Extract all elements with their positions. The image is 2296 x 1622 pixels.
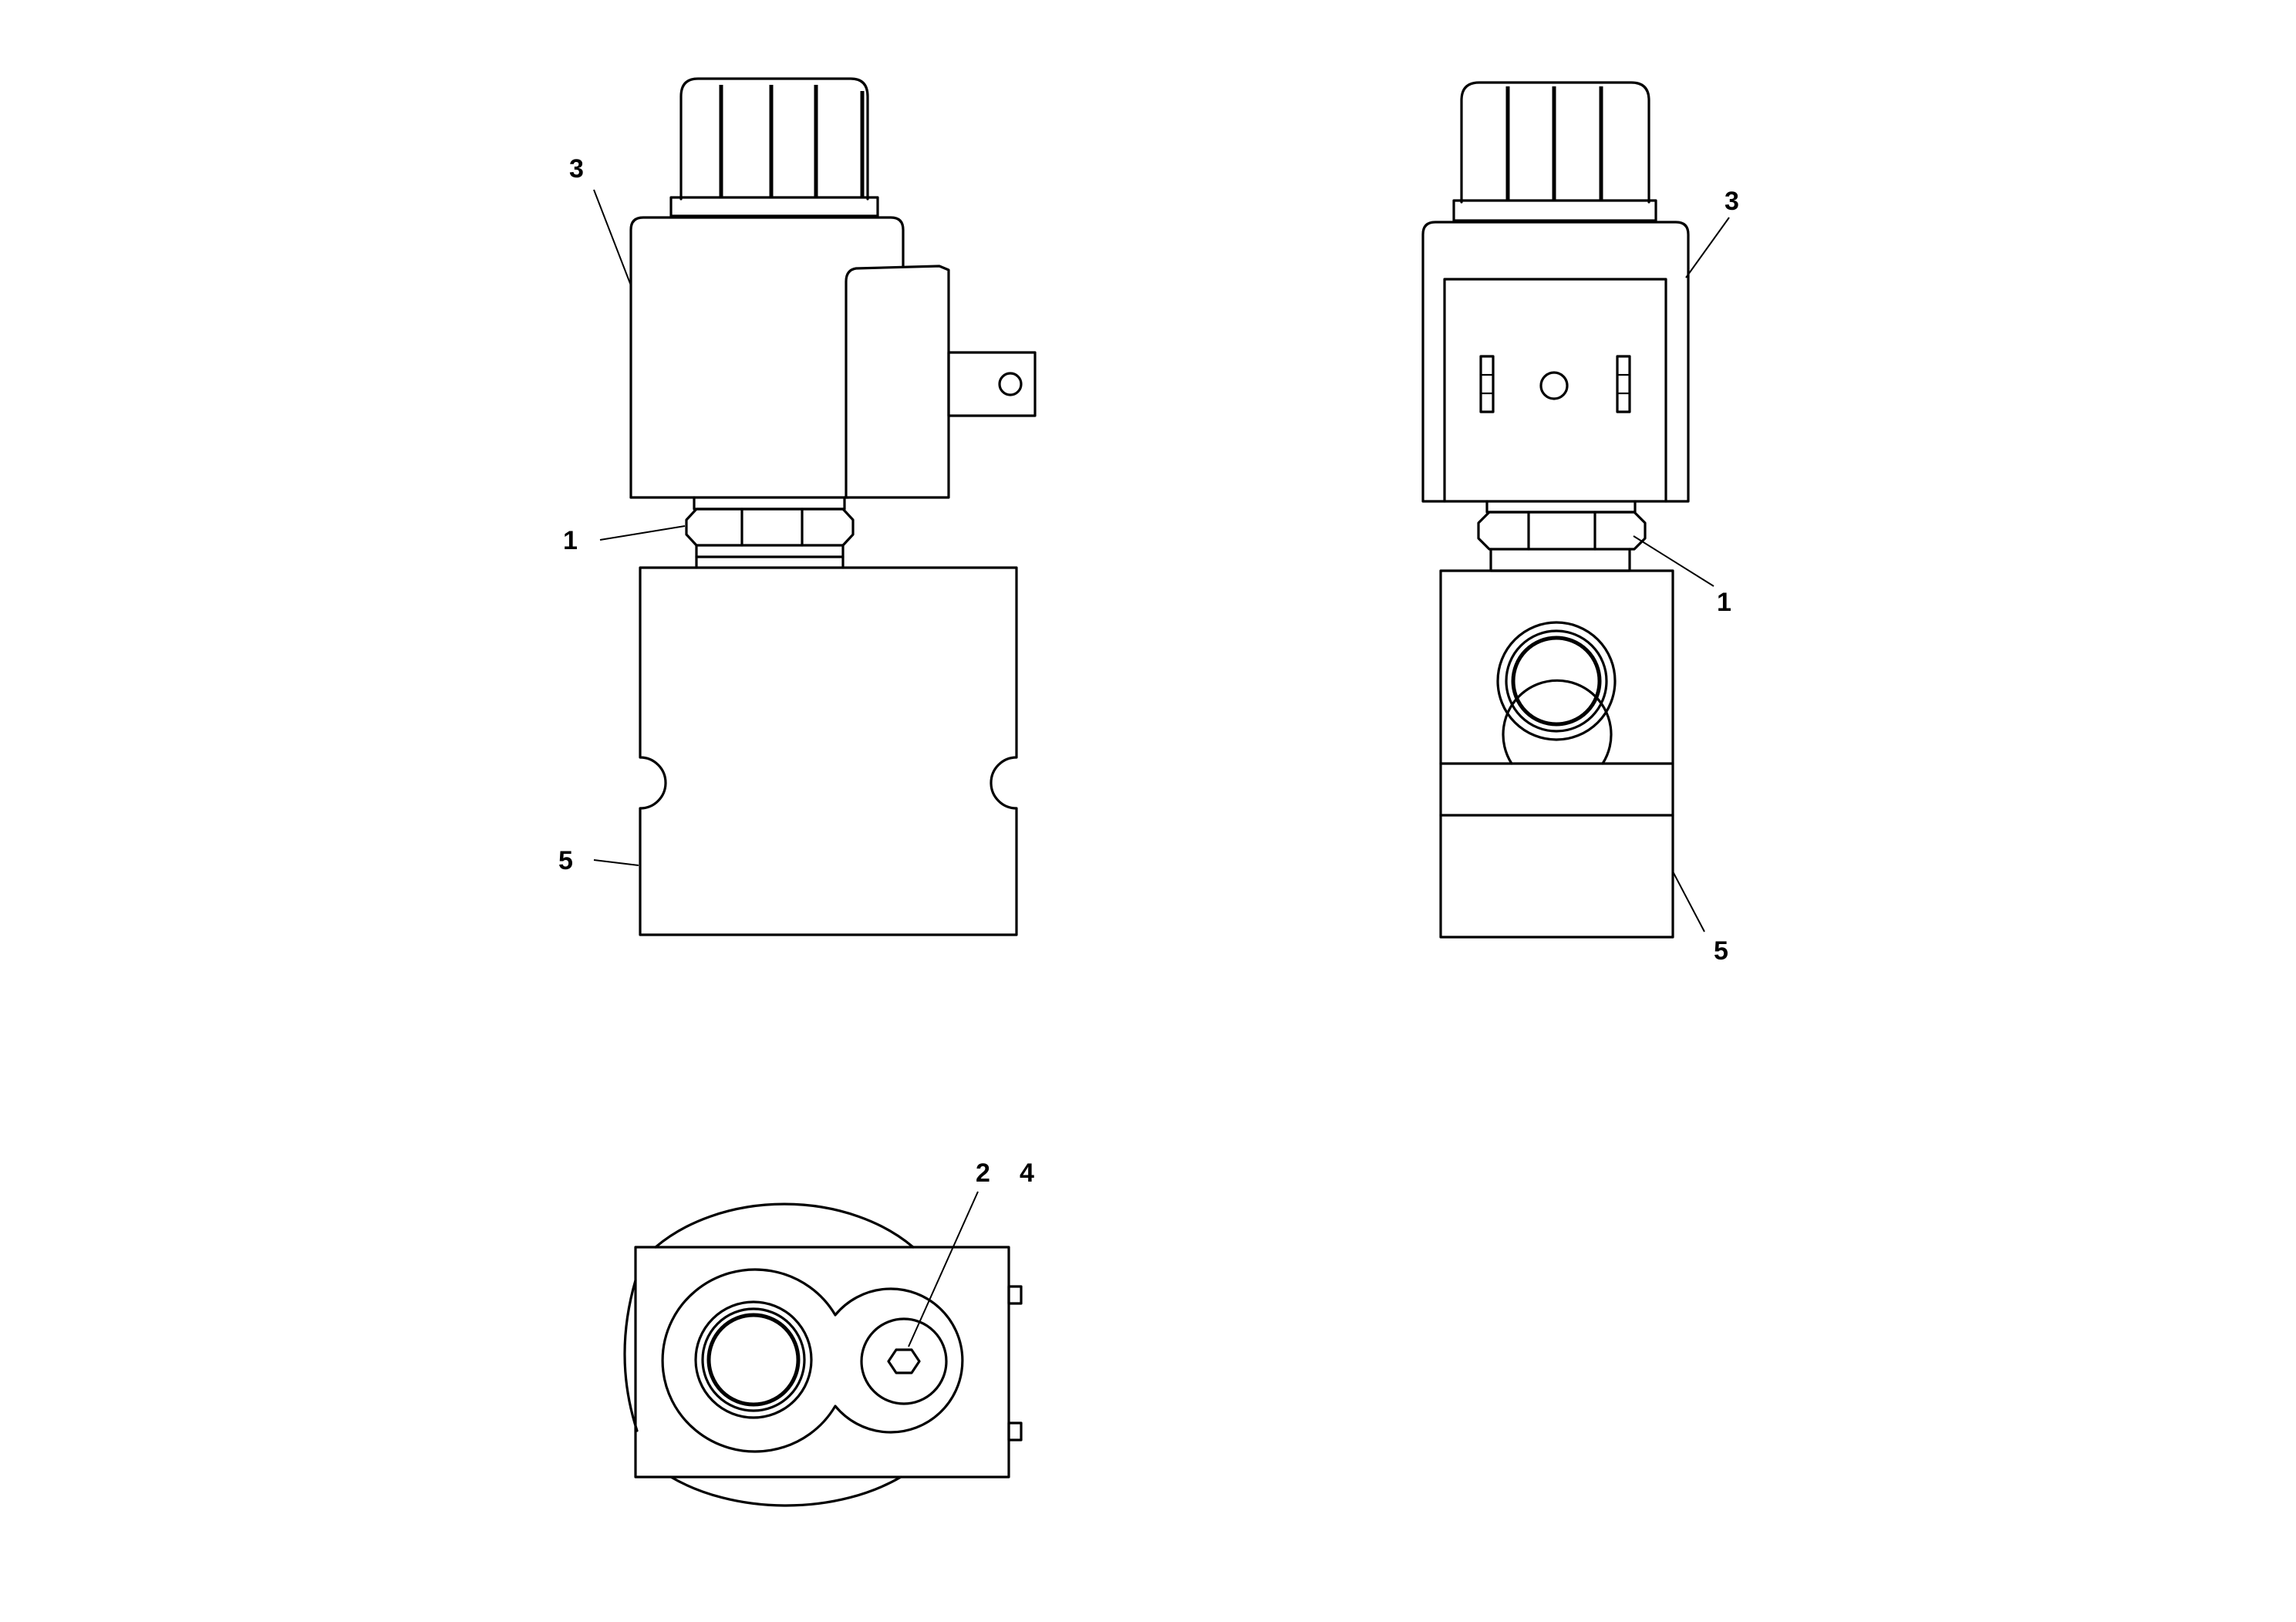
knurled-cap-icon <box>1452 81 1657 222</box>
side-view: 3 1 5 <box>558 77 1037 936</box>
knurled-cap-icon <box>669 77 879 218</box>
callout-3-side: 3 <box>569 154 584 184</box>
hex-nut-icon <box>1477 500 1647 572</box>
boss-outline <box>661 1268 964 1453</box>
coil-housing <box>1421 221 1690 503</box>
front-view: 3 1 5 <box>1421 81 1739 966</box>
connector-face-icon <box>1443 278 1667 503</box>
connector-plug-icon <box>845 265 1037 499</box>
coil-housing <box>629 216 905 499</box>
hex-socket-screw-icon <box>860 1317 948 1405</box>
callout-1-side: 1 <box>563 526 578 555</box>
callout-2-bottom: 2 <box>976 1158 990 1188</box>
terminal-pin-icon <box>1007 1285 1023 1442</box>
hex-nut-icon <box>685 496 855 558</box>
callout-3-front: 3 <box>1725 187 1739 216</box>
coil-outline <box>654 1202 915 1249</box>
callout-1-front: 1 <box>1717 588 1731 617</box>
valve-body-icon <box>1439 569 1674 939</box>
port-opening-icon <box>694 1300 813 1419</box>
callout-5-front: 5 <box>1714 936 1728 966</box>
port-opening-icon <box>1496 621 1617 741</box>
valve-body-icon <box>639 566 1018 936</box>
callout-5-side: 5 <box>558 846 573 875</box>
callout-4-bottom: 4 <box>1020 1158 1034 1188</box>
bottom-view: 2 4 <box>623 1158 1034 1507</box>
valve-body-icon <box>634 1246 1010 1479</box>
